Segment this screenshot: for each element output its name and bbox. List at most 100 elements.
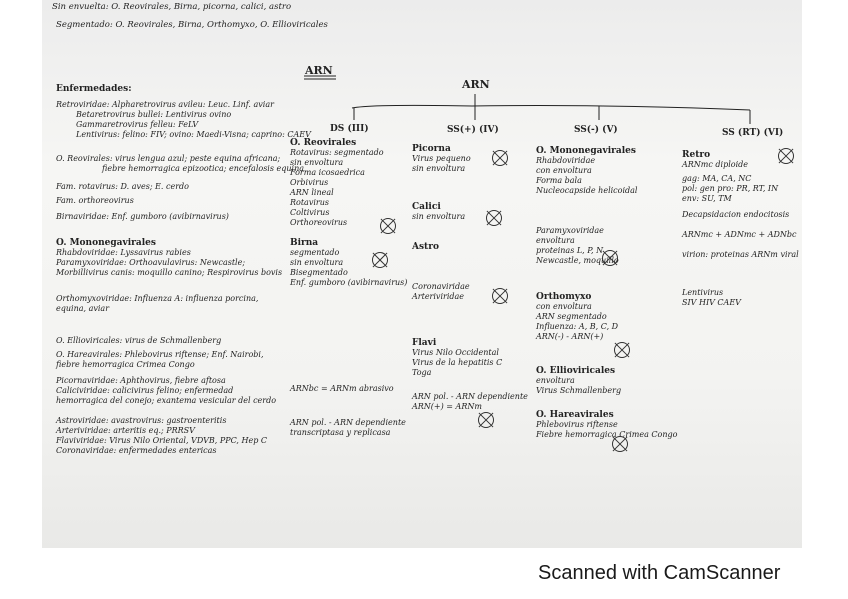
- ds-column: O. Reovirales Rotavirus: segmentado sin …: [290, 138, 410, 438]
- rt-line: Lentivirus: [682, 288, 724, 297]
- ss-rt-column: Retro ARNmc diploide gag: MA, CA, NC pol…: [682, 150, 800, 308]
- ssn-line: Nucleocapside helicoidal: [536, 186, 638, 195]
- ssp-line: sin envoltura: [412, 164, 466, 173]
- ssn-line: Rhabdoviridae: [536, 156, 596, 165]
- ssp-line: Calici: [412, 202, 441, 212]
- ds-line: Rotavirus: segmentado: [290, 148, 384, 157]
- ds-line: Rotavirus: [290, 198, 329, 207]
- ssn-line: ARN segmentado: [536, 312, 607, 321]
- ssn-line: Virus Schmallenberg: [536, 386, 622, 395]
- scanner-watermark: Scanned with CamScanner: [538, 562, 781, 584]
- ss-plus-column: Picorna Virus pequeno sin envoltura Cali…: [412, 144, 530, 412]
- ds-line: Forma icosaedrica: [290, 168, 365, 177]
- virus-sketch-icon: [492, 288, 508, 304]
- tree-root: ARN: [462, 78, 490, 91]
- ssn-line: Orthomyxo: [536, 292, 592, 302]
- ssn-line: ARN(-) - ARN(+): [536, 332, 604, 341]
- left-title: Enfermedades:: [56, 84, 132, 94]
- ds-line: transcriptasa y replicasa: [290, 428, 391, 437]
- ssn-line: O. Hareavirales: [536, 410, 614, 420]
- virus-sketch-icon: [778, 148, 794, 164]
- left-line: Caliciviridae: calicivirus felino; enfer…: [56, 386, 277, 405]
- rt-line: pol: gen pro: PR, RT, IN: [682, 184, 779, 193]
- left-line: Retroviridae: Alpharetrovirus avileu: Le…: [56, 100, 274, 109]
- ssn-line: Paramyxoviridae: [536, 226, 604, 235]
- ssp-line: Virus de la hepatitis C: [412, 358, 503, 367]
- left-line: Picornaviridae: Aphthovirus, fiebre afto…: [56, 376, 226, 385]
- ssp-line: Virus Nilo Occidental: [412, 348, 499, 357]
- left-line: Astroviridae: avastrovirus: gastroenteri…: [56, 416, 227, 425]
- left-line: Flaviviridae: Virus Nilo Oriental, VDVB,…: [56, 436, 268, 445]
- rt-line: env: SU, TM: [682, 194, 732, 203]
- left-line: Orthomyxoviridae: Influenza A: influenza…: [56, 294, 259, 313]
- ds-line: ARN pol. - ARN dependiente: [290, 418, 406, 427]
- ds-line: ARNbc = ARNm abrasivo: [290, 384, 394, 393]
- left-column: Enfermedades: Retroviridae: Alpharetrovi…: [56, 84, 311, 456]
- ds-line: Enf. gumboro (avibirnavirus): [290, 278, 408, 287]
- scanned-page: Sin envuelta: O. Reovirales, Birna, pico…: [42, 0, 802, 548]
- left-line: fiebre hemorragica epizootica; encefalos…: [102, 164, 305, 173]
- ds-line: Bisegmentado: [290, 268, 348, 277]
- ds-line: O. Reovirales: [290, 138, 357, 148]
- ssn-line: O. Ellioviricales: [536, 366, 616, 376]
- header-line-2: Segmentado: O. Reovirales, Birna, Orthom…: [56, 20, 328, 30]
- left-line: Fam. orthoreovirus: [56, 196, 134, 205]
- left-line: O. Mononegavirales: [56, 238, 156, 248]
- ssn-line: Forma bala: [536, 176, 582, 185]
- branch-ss-plus: SS(+) (IV): [447, 125, 499, 135]
- ssp-line: Virus pequeno: [412, 154, 471, 163]
- virus-sketch-icon: [380, 218, 396, 234]
- virus-sketch-icon: [372, 252, 388, 268]
- ssp-line: Astro: [412, 242, 439, 252]
- rt-line: virion: proteinas ARNm viral: [682, 250, 799, 259]
- ssp-line: Coronaviridae: [412, 282, 470, 291]
- virus-sketch-icon: [614, 342, 630, 358]
- rt-line: gag: MA, CA, NC: [682, 174, 752, 183]
- left-line: Rhabdoviridae: Lyssavirus rabies: [56, 248, 191, 257]
- ssp-line: Flavi: [412, 338, 437, 348]
- ssp-line: ARN pol. - ARN dependiente: [412, 392, 528, 401]
- ssn-line: con envoltura: [536, 166, 592, 175]
- rt-line: Decapsidacion endocitosis: [682, 210, 790, 219]
- rt-line: Retro: [682, 150, 711, 160]
- ds-line: segmentado: [290, 248, 340, 257]
- ssn-line: Phlebovirus riftense: [536, 420, 618, 429]
- ssp-line: Arteriviridae: [412, 292, 465, 301]
- virus-sketch-icon: [612, 436, 628, 452]
- left-line: Coronaviridae: enfermedades entericas: [56, 446, 217, 455]
- left-line: O. Ellioviricales: virus de Schmallenber…: [56, 336, 222, 345]
- rt-line: ARNmc + ADNmc + ADNbc: [682, 230, 797, 239]
- virus-sketch-icon: [486, 210, 502, 226]
- ds-line: Coltivirus: [290, 208, 330, 217]
- virus-sketch-icon: [478, 412, 494, 428]
- ssn-line: con envoltura: [536, 302, 592, 311]
- ssn-line: Newcastle, moquillo: [536, 256, 619, 265]
- virus-sketch-icon: [602, 250, 618, 266]
- ds-line: sin envoltura: [290, 158, 344, 167]
- header-line-1: Sin envuelta: O. Reovirales, Birna, pico…: [52, 2, 292, 12]
- ssn-line: proteinas L, P, N: [536, 246, 604, 255]
- left-line: Gammaretrovirus felleu: FeLV: [76, 120, 199, 129]
- branch-ss-minus: SS(-) (V): [574, 125, 618, 135]
- ds-line: Orbivirus: [290, 178, 329, 187]
- ss-minus-column: O. Mononegavirales Rhabdoviridae con env…: [536, 146, 678, 440]
- left-line: O. Hareavirales: Phlebovirus riftense; E…: [56, 350, 264, 369]
- tree-lines: [304, 75, 751, 124]
- left-line: Betaretrovirus bullei: Lentivirus ovino: [76, 110, 232, 119]
- branch-ds: DS (III): [330, 124, 369, 134]
- ds-line: ARN lineal: [290, 188, 334, 197]
- branch-ss-rt: SS (RT) (VI): [722, 128, 784, 138]
- left-line: Paramyxoviridae: Orthoavulavirus: Newcas…: [56, 258, 283, 277]
- ssn-line: Fiebre hemorragica Crimea Congo: [536, 430, 678, 439]
- virus-sketch-icon: [492, 150, 508, 166]
- left-line: Arteriviridae: arteritis eq.; PRRSV: [56, 426, 195, 435]
- rt-line: ARNmc diploide: [682, 160, 748, 169]
- ds-line: sin envoltura: [290, 258, 344, 267]
- left-line: O. Reovirales: virus lengua azul; peste …: [56, 154, 281, 163]
- ssn-line: Influenza: A, B, C, D: [536, 322, 619, 331]
- crossed-word: ARN: [305, 64, 333, 77]
- ds-line: Birna: [290, 238, 319, 248]
- ssn-line: O. Mononegavirales: [536, 146, 636, 156]
- ds-line: Orthoreovirus: [290, 218, 348, 227]
- ssp-line: ARN(+) = ARNm: [412, 402, 482, 411]
